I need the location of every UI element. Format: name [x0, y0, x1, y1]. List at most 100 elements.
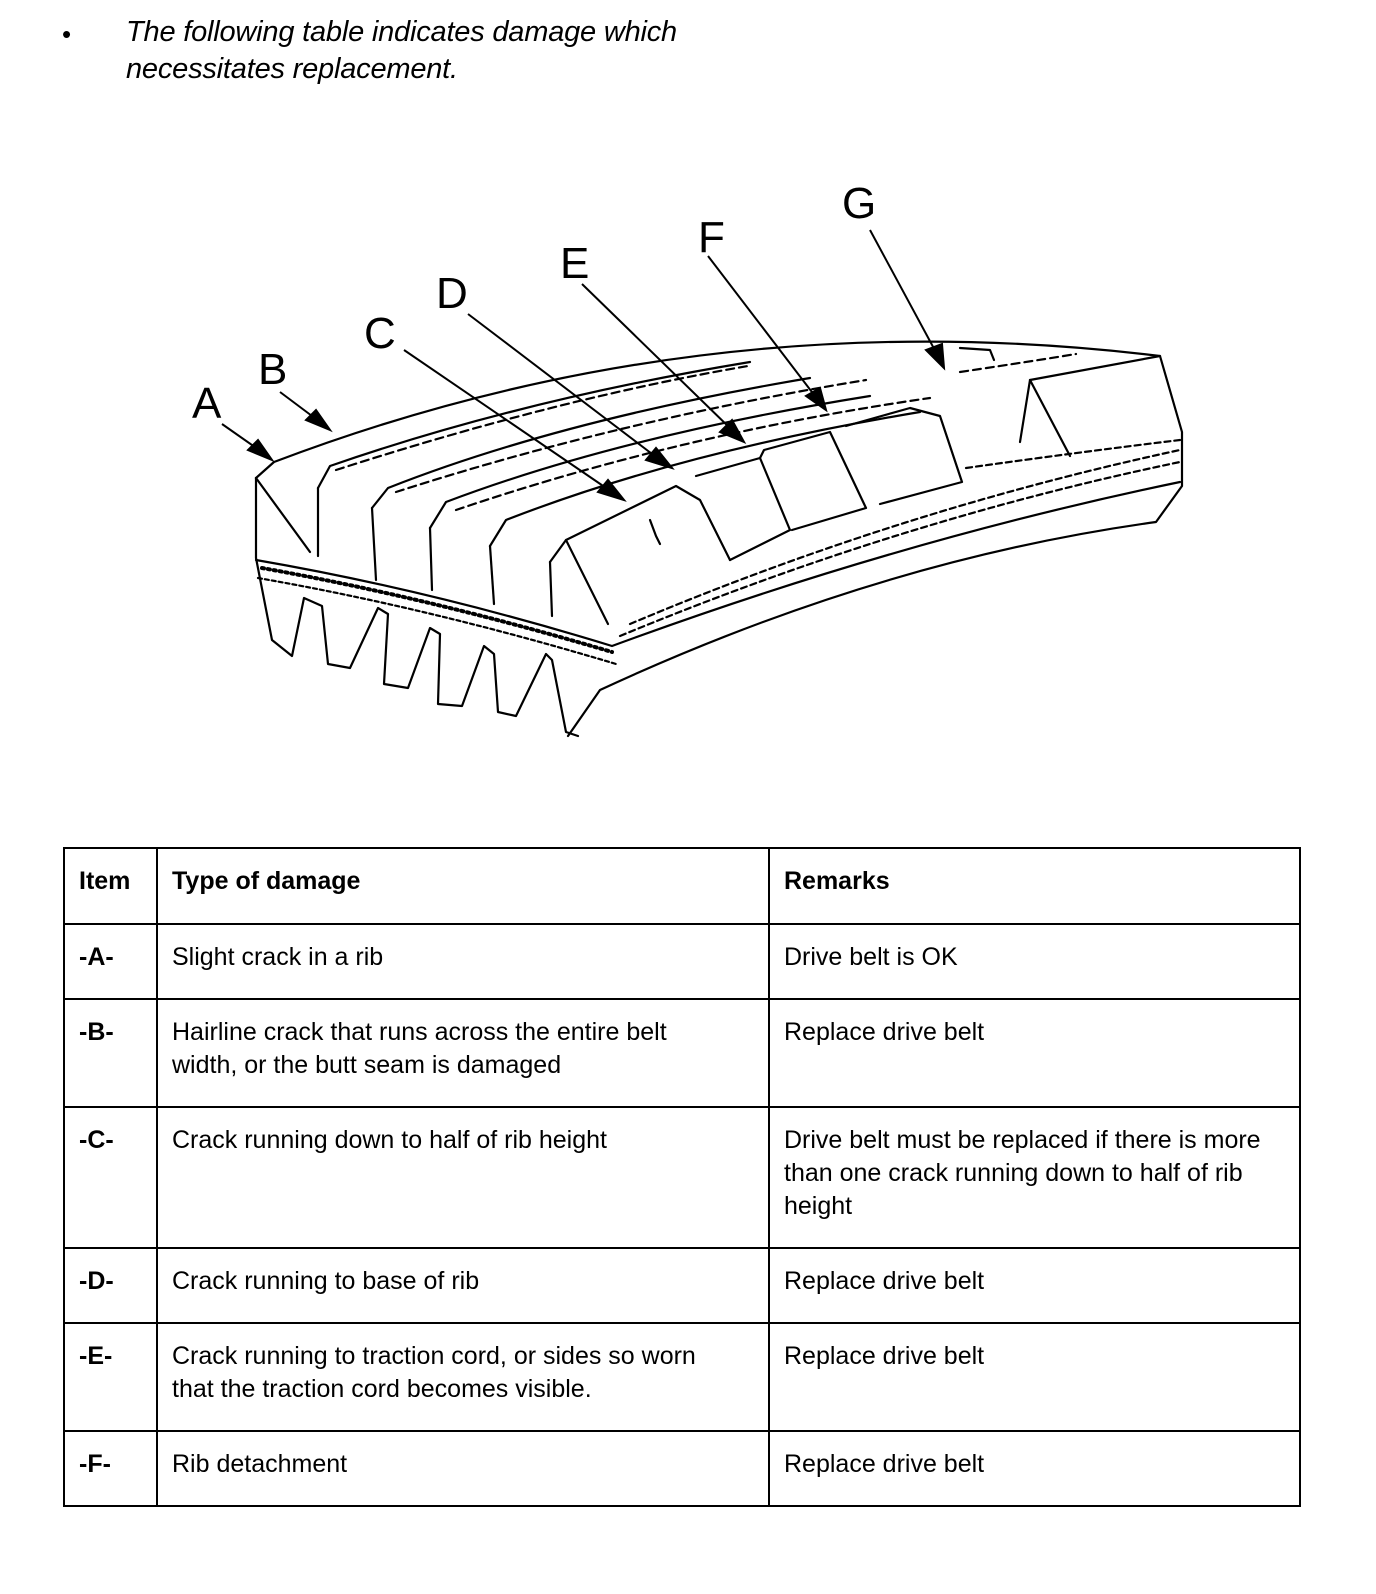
remarks-cell: Replace drive belt [768, 1247, 1301, 1324]
damage-line: width, or the butt seam is damaged [172, 1051, 562, 1079]
remarks-line: Drive belt is OK [784, 943, 958, 971]
callout-label-c: C [364, 309, 396, 358]
intro-line-2: necessitates replacement. [126, 53, 458, 85]
table-row: -E- Crack running to traction cord, or s… [63, 1322, 1301, 1432]
belt-back-layer [254, 480, 1182, 648]
callout-arrows [221, 229, 946, 502]
rib-side-2 [370, 506, 378, 582]
rib-block-4-edge [1028, 378, 1072, 458]
rib-block-3 [844, 406, 964, 506]
remarks-line: Replace drive belt [784, 1018, 985, 1046]
damage-table: Item Type of damage Remarks -A- Slight c… [63, 847, 1301, 1507]
callout-label-d: D [436, 269, 468, 318]
rib-block-2 [758, 430, 868, 532]
remarks-line: Drive belt must be replaced if there is … [784, 1126, 1261, 1154]
crack-mark-c [648, 518, 662, 546]
remarks-line: than one crack running down to half of r… [784, 1159, 1243, 1187]
item-cell: -F- [63, 1430, 158, 1507]
callout-label-b: B [258, 345, 287, 394]
damage-line: Crack running to traction cord, or sides… [172, 1342, 696, 1370]
table-row: -F- Rib detachment Replace drive belt [63, 1430, 1301, 1507]
damage-line: Crack running to base of rib [172, 1267, 480, 1295]
item-cell: -D- [63, 1247, 158, 1324]
damage-line: Rib detachment [172, 1450, 348, 1478]
rib-dash-3 [454, 396, 932, 512]
table-header-row: Item Type of damage Remarks [63, 847, 1301, 925]
header-remarks: Remarks [768, 847, 1301, 925]
arrowhead-d [644, 446, 675, 470]
arrow-line-d [467, 313, 661, 461]
damage-line: Crack running down to half of rib height [172, 1126, 607, 1154]
callout-label-f: F [698, 213, 725, 262]
rib-block-1 [694, 456, 792, 562]
callout-labels: A B C D E F G [192, 179, 876, 428]
header-item: Item [63, 847, 158, 925]
rib-dash-2 [394, 378, 868, 494]
belt-drawing [254, 340, 1184, 738]
rib-top-5 [548, 484, 732, 564]
rib-end-tab [958, 346, 996, 362]
belt-layer-dash-2 [628, 448, 1182, 626]
item-cell: -B- [63, 998, 158, 1108]
damage-line: Slight crack in a rib [172, 943, 384, 971]
bullet-marker: • [62, 19, 72, 49]
remarks-cell: Drive belt is OK [768, 923, 1301, 1000]
remarks-cell: Drive belt must be replaced if there is … [768, 1106, 1301, 1249]
callout-label-g: G [842, 179, 876, 228]
table-row: -A- Slight crack in a rib Drive belt is … [63, 923, 1301, 1000]
traction-cord-dots [260, 566, 614, 654]
intro-line-1: The following table indicates damage whi… [126, 16, 677, 48]
arrow-line-f [707, 255, 819, 401]
table-row: -D- Crack running to base of rib Replace… [63, 1247, 1301, 1324]
rib-top-2 [370, 376, 812, 510]
remarks-line: height [784, 1192, 853, 1220]
remarks-line: Replace drive belt [784, 1450, 985, 1478]
traction-cord-line [256, 576, 618, 666]
arrow-line-e [581, 283, 735, 433]
arrowhead-b [304, 408, 333, 433]
arrowhead-a [246, 438, 275, 463]
rib-dash-1 [334, 364, 750, 472]
damage-cell: Slight crack in a rib [156, 923, 770, 1000]
drive-belt-illustration: A B C D E F G [192, 179, 1184, 738]
rib-edge-1 [254, 476, 312, 554]
belt-layer-dash-1 [618, 460, 1182, 638]
rib-side-3 [428, 526, 434, 592]
item-cell: -C- [63, 1106, 158, 1249]
table-row: -C- Crack running down to half of rib he… [63, 1106, 1301, 1249]
item-cell: -E- [63, 1322, 158, 1432]
rib-top-1 [316, 360, 752, 490]
arrow-line-g [869, 229, 939, 357]
rib-side-5 [548, 560, 554, 618]
rib-profile [254, 476, 580, 738]
table-row: -B- Hairline crack that runs across the … [63, 998, 1301, 1108]
damage-cell: Crack running to base of rib [156, 1247, 770, 1324]
remarks-line: Replace drive belt [784, 1267, 985, 1295]
arrowhead-g [924, 342, 946, 371]
damage-line: Hairline crack that runs across the enti… [172, 1018, 667, 1046]
rib-top-3 [428, 394, 872, 530]
arrowhead-e [718, 418, 747, 445]
remarks-cell: Replace drive belt [768, 998, 1301, 1108]
intro-text: The following table indicates damage whi… [126, 14, 677, 88]
damage-line: that the traction cord becomes visible. [172, 1375, 592, 1403]
drive-belt-damage-figure: A B C D E F G [0, 150, 1376, 790]
rib-dash-4 [958, 352, 1078, 374]
callout-label-a: A [192, 379, 222, 428]
damage-cell: Crack running down to half of rib height [156, 1106, 770, 1249]
remarks-cell: Replace drive belt [768, 1430, 1301, 1507]
header-type-of-damage: Type of damage [156, 847, 770, 925]
rib-side-4 [488, 544, 496, 606]
arrowhead-c [596, 478, 627, 502]
callout-label-e: E [560, 239, 589, 288]
rib-dash-5 [964, 438, 1182, 470]
rib-edge-5 [564, 538, 610, 626]
damage-cell: Crack running to traction cord, or sides… [156, 1322, 770, 1432]
arrowhead-f [804, 386, 828, 413]
damage-cell: Hairline crack that runs across the enti… [156, 998, 770, 1108]
remarks-line: Replace drive belt [784, 1342, 985, 1370]
belt-outline [254, 340, 1184, 738]
item-cell: -A- [63, 923, 158, 1000]
arrow-line-c [403, 349, 613, 493]
damage-cell: Rib detachment [156, 1430, 770, 1507]
